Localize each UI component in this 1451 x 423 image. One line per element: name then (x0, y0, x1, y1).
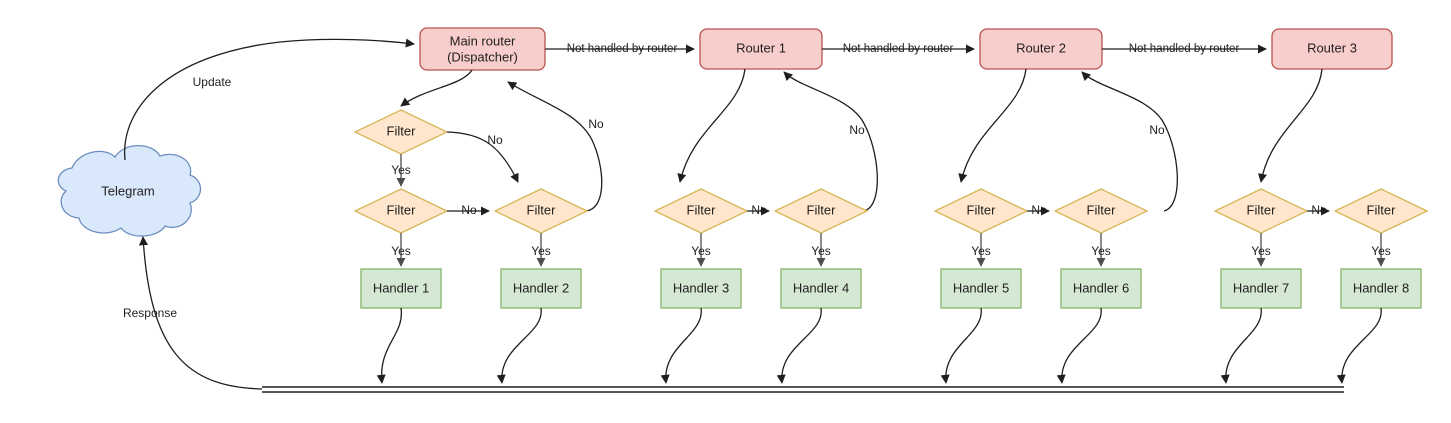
edge-label-yes-7: Yes (1251, 244, 1271, 258)
node-filter-7[interactable]: Filter (1213, 188, 1309, 234)
edge-label-no-r2-back: No (1149, 123, 1165, 137)
node-handler-5[interactable]: Handler 5 (940, 268, 1022, 309)
edge-label-no-r1-back: No (849, 123, 865, 137)
filter-6-label: Filter (1087, 202, 1117, 217)
main-router-label-line2: (Dispatcher) (447, 49, 518, 64)
filter-2-label: Filter (527, 202, 557, 217)
handler-3-label: Handler 3 (673, 280, 729, 295)
handler-7-label: Handler 7 (1233, 280, 1289, 295)
edge-label-no-main-mid: No (461, 203, 477, 217)
node-filter-8[interactable]: Filter (1333, 188, 1429, 234)
edge-router2-to-filter5 (958, 68, 1027, 183)
edge-label-no-r1-mid: No (751, 203, 767, 217)
router-3-label: Router 3 (1307, 40, 1357, 55)
edge-router1-to-filter3 (677, 68, 746, 183)
edge-filter6-no-back-router2 (1081, 71, 1178, 212)
telegram-label: Telegram (101, 183, 154, 198)
edge-label-yes-5: Yes (971, 244, 991, 258)
main-router-label-line1: Main router (450, 33, 516, 48)
node-handler-7[interactable]: Handler 7 (1220, 268, 1302, 309)
filter-3-label: Filter (687, 202, 717, 217)
edge-label-update: Update (193, 75, 232, 89)
filter-8-label: Filter (1367, 202, 1397, 217)
node-router-3[interactable]: Router 3 (1271, 28, 1393, 70)
filter-4-label: Filter (807, 202, 837, 217)
filter-5-label: Filter (967, 202, 997, 217)
node-main-router[interactable]: Main router (Dispatcher) (419, 27, 546, 71)
node-router-1[interactable]: Router 1 (699, 28, 823, 70)
node-filter-1[interactable]: Filter (353, 188, 449, 234)
edge-label-response: Response (123, 306, 177, 320)
handler-4-label: Handler 4 (793, 280, 849, 295)
node-handler-6[interactable]: Handler 6 (1060, 268, 1142, 309)
node-filter-2[interactable]: Filter (493, 188, 589, 234)
edge-label-not-handled-1: Not handled by router (567, 43, 678, 55)
edge-label-yes-6: Yes (1091, 244, 1111, 258)
edge-handler4-to-collector (776, 307, 822, 384)
edge-label-not-handled-2: Not handled by router (843, 43, 954, 55)
edge-label-yes-4: Yes (811, 244, 831, 258)
edge-filter4-no-back-router1 (783, 71, 878, 212)
edge-handler2-to-collector (496, 307, 542, 384)
handler-1-label: Handler 1 (373, 280, 429, 295)
edge-handler6-to-collector (1056, 307, 1102, 384)
edge-handler3-to-collector (660, 307, 702, 384)
edge-label-no-main-top: No (487, 133, 503, 147)
edge-label-not-handled-3: Not handled by router (1129, 43, 1240, 55)
telegram-cloud: Telegram (57, 144, 202, 237)
filter-1-label: Filter (387, 202, 417, 217)
edge-response (138, 236, 263, 390)
handler-6-label: Handler 6 (1073, 280, 1129, 295)
edge-handler7-to-collector (1220, 307, 1262, 384)
node-filter-5[interactable]: Filter (933, 188, 1029, 234)
edge-router3-to-filter7 (1258, 68, 1323, 183)
edge-label-no-main-back: No (588, 117, 604, 131)
node-filter-3[interactable]: Filter (653, 188, 749, 234)
node-handler-8[interactable]: Handler 8 (1340, 268, 1422, 309)
filter-top-main-label: Filter (387, 123, 417, 138)
node-handler-3[interactable]: Handler 3 (660, 268, 742, 309)
edge-filter2-no-back-main (507, 81, 603, 212)
node-handler-4[interactable]: Handler 4 (780, 268, 862, 309)
edge-label-yes-3: Yes (691, 244, 711, 258)
edge-handler5-to-collector (940, 307, 982, 384)
edge-handler1-to-collector (376, 307, 402, 384)
edge-label-yes-main-top: Yes (391, 163, 411, 177)
node-filter-6[interactable]: Filter (1053, 188, 1149, 234)
edge-label-yes-2: Yes (531, 244, 551, 258)
edge-label-yes-8: Yes (1371, 244, 1391, 258)
node-filter-4[interactable]: Filter (773, 188, 869, 234)
node-handler-1[interactable]: Handler 1 (360, 268, 442, 309)
handler-2-label: Handler 2 (513, 280, 569, 295)
router-1-label: Router 1 (736, 40, 786, 55)
edge-label-no-r3-mid: No (1311, 203, 1327, 217)
handler-5-label: Handler 5 (953, 280, 1009, 295)
node-handler-2[interactable]: Handler 2 (500, 268, 582, 309)
edge-update (124, 38, 415, 161)
edge-label-no-r2-mid: No (1031, 203, 1047, 217)
node-filter-top-main[interactable]: Filter (353, 109, 449, 155)
edge-main-to-filter-top (400, 69, 473, 107)
collector-bar (262, 386, 1344, 393)
handler-8-label: Handler 8 (1353, 280, 1409, 295)
filter-7-label: Filter (1247, 202, 1277, 217)
node-router-2[interactable]: Router 2 (979, 28, 1103, 70)
edge-filter-top-no (446, 131, 519, 183)
edge-handler8-to-collector (1336, 307, 1382, 384)
router-2-label: Router 2 (1016, 40, 1066, 55)
edge-label-yes-1: Yes (391, 244, 411, 258)
